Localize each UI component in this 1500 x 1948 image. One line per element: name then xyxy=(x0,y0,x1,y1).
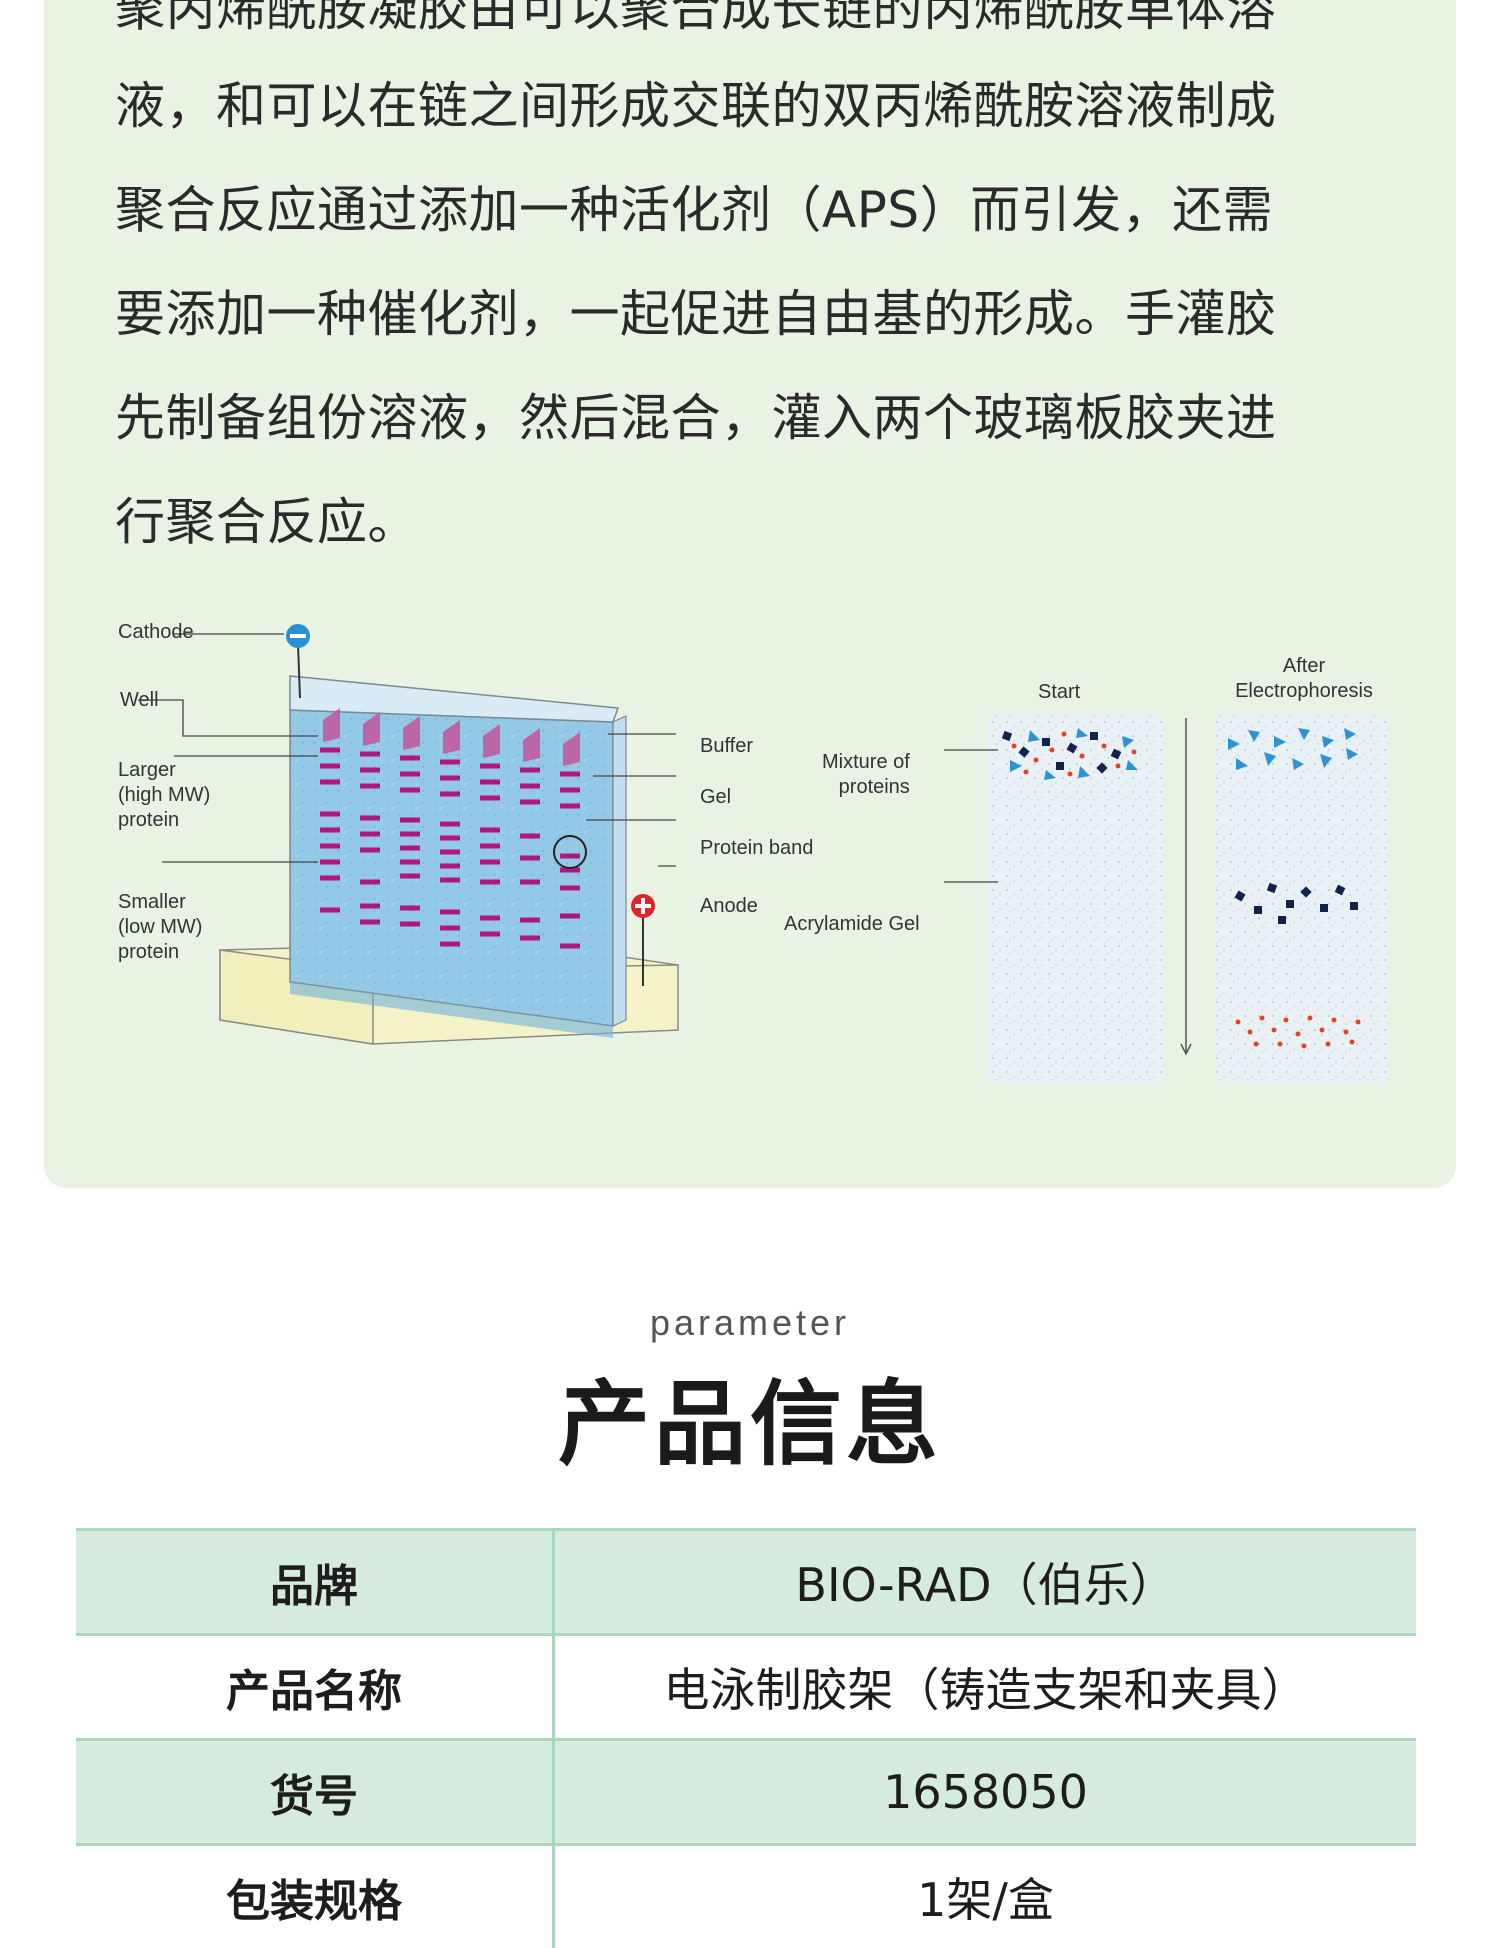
label-acrylamide-gel: Acrylamide Gel xyxy=(784,913,920,935)
section-subtitle: parameter xyxy=(649,1302,851,1343)
label-mixture-of-proteins: Mixture of proteins xyxy=(822,751,910,798)
leader-lines-left xyxy=(138,633,318,863)
label-anode: Anode xyxy=(700,895,758,917)
intro-line-6: 行聚合反应。 xyxy=(115,493,418,551)
table-row: 品牌 BIO-RAD（伯乐） xyxy=(76,1528,1416,1633)
table-value: 1658050 xyxy=(883,1765,1088,1819)
table-value: BIO-RAD（伯乐） xyxy=(795,1558,1176,1612)
wells xyxy=(323,708,580,766)
intro-line-5: 先制备组份溶液，然后混合，灌入两个玻璃板胶夹进 xyxy=(115,389,1277,447)
after-column xyxy=(1216,714,1392,1084)
leader-lines-right xyxy=(586,733,676,867)
anode-icon xyxy=(631,894,655,986)
table-key: 货号 xyxy=(76,1741,555,1843)
intro-line-4: 要添加一种催化剂，一起促进自由基的形成。手灌胶 xyxy=(115,285,1277,343)
section-title: 产品信息 xyxy=(557,1371,942,1478)
intro-line-1: 聚丙烯酰胺凝胶由可以聚合成长链的丙烯酰胺单体溶 xyxy=(115,0,1277,37)
table-row: 包装规格 1架/盒 xyxy=(76,1843,1416,1948)
product-info-table: 品牌 BIO-RAD（伯乐） 产品名称 电泳制胶架（铸造支架和夹具） 货号 16… xyxy=(76,1528,1416,1948)
diagram-illustration xyxy=(138,624,1392,1084)
table-value: 电泳制胶架（铸造支架和夹具） xyxy=(663,1663,1308,1717)
label-protein-band: Protein band xyxy=(700,837,814,859)
label-start: Start xyxy=(1038,681,1081,703)
intro-line-2: 液，和可以在链之间形成交联的双丙烯酰胺溶液制成 xyxy=(115,77,1277,135)
protein-bands xyxy=(320,747,580,949)
intro-line-3: 聚合反应通过添加一种活化剂（APS）而引发，还需 xyxy=(115,181,1274,239)
label-well: Well xyxy=(120,689,159,711)
start-column xyxy=(944,714,1164,1084)
table-key: 品牌 xyxy=(76,1531,555,1633)
electrophoresis-diagram: Cathode Well Larger (high MW) protein Sm… xyxy=(108,620,1392,1100)
label-after-electrophoresis: After Electrophoresis xyxy=(1235,655,1373,702)
table-key: 产品名称 xyxy=(76,1636,555,1738)
label-larger-protein: Larger (high MW) protein xyxy=(118,759,211,831)
label-gel: Gel xyxy=(700,786,732,808)
table-value: 1架/盒 xyxy=(917,1873,1054,1927)
label-smaller-protein: Smaller (low MW) protein xyxy=(118,891,203,963)
cathode-icon xyxy=(286,624,310,699)
label-cathode: Cathode xyxy=(118,621,194,643)
direction-arrow-icon xyxy=(1180,718,1192,1056)
table-row: 货号 1658050 xyxy=(76,1738,1416,1843)
table-row: 产品名称 电泳制胶架（铸造支架和夹具） xyxy=(76,1633,1416,1738)
protein-band-circle xyxy=(553,835,587,869)
table-key: 包装规格 xyxy=(76,1846,555,1948)
label-buffer: Buffer xyxy=(700,735,753,757)
